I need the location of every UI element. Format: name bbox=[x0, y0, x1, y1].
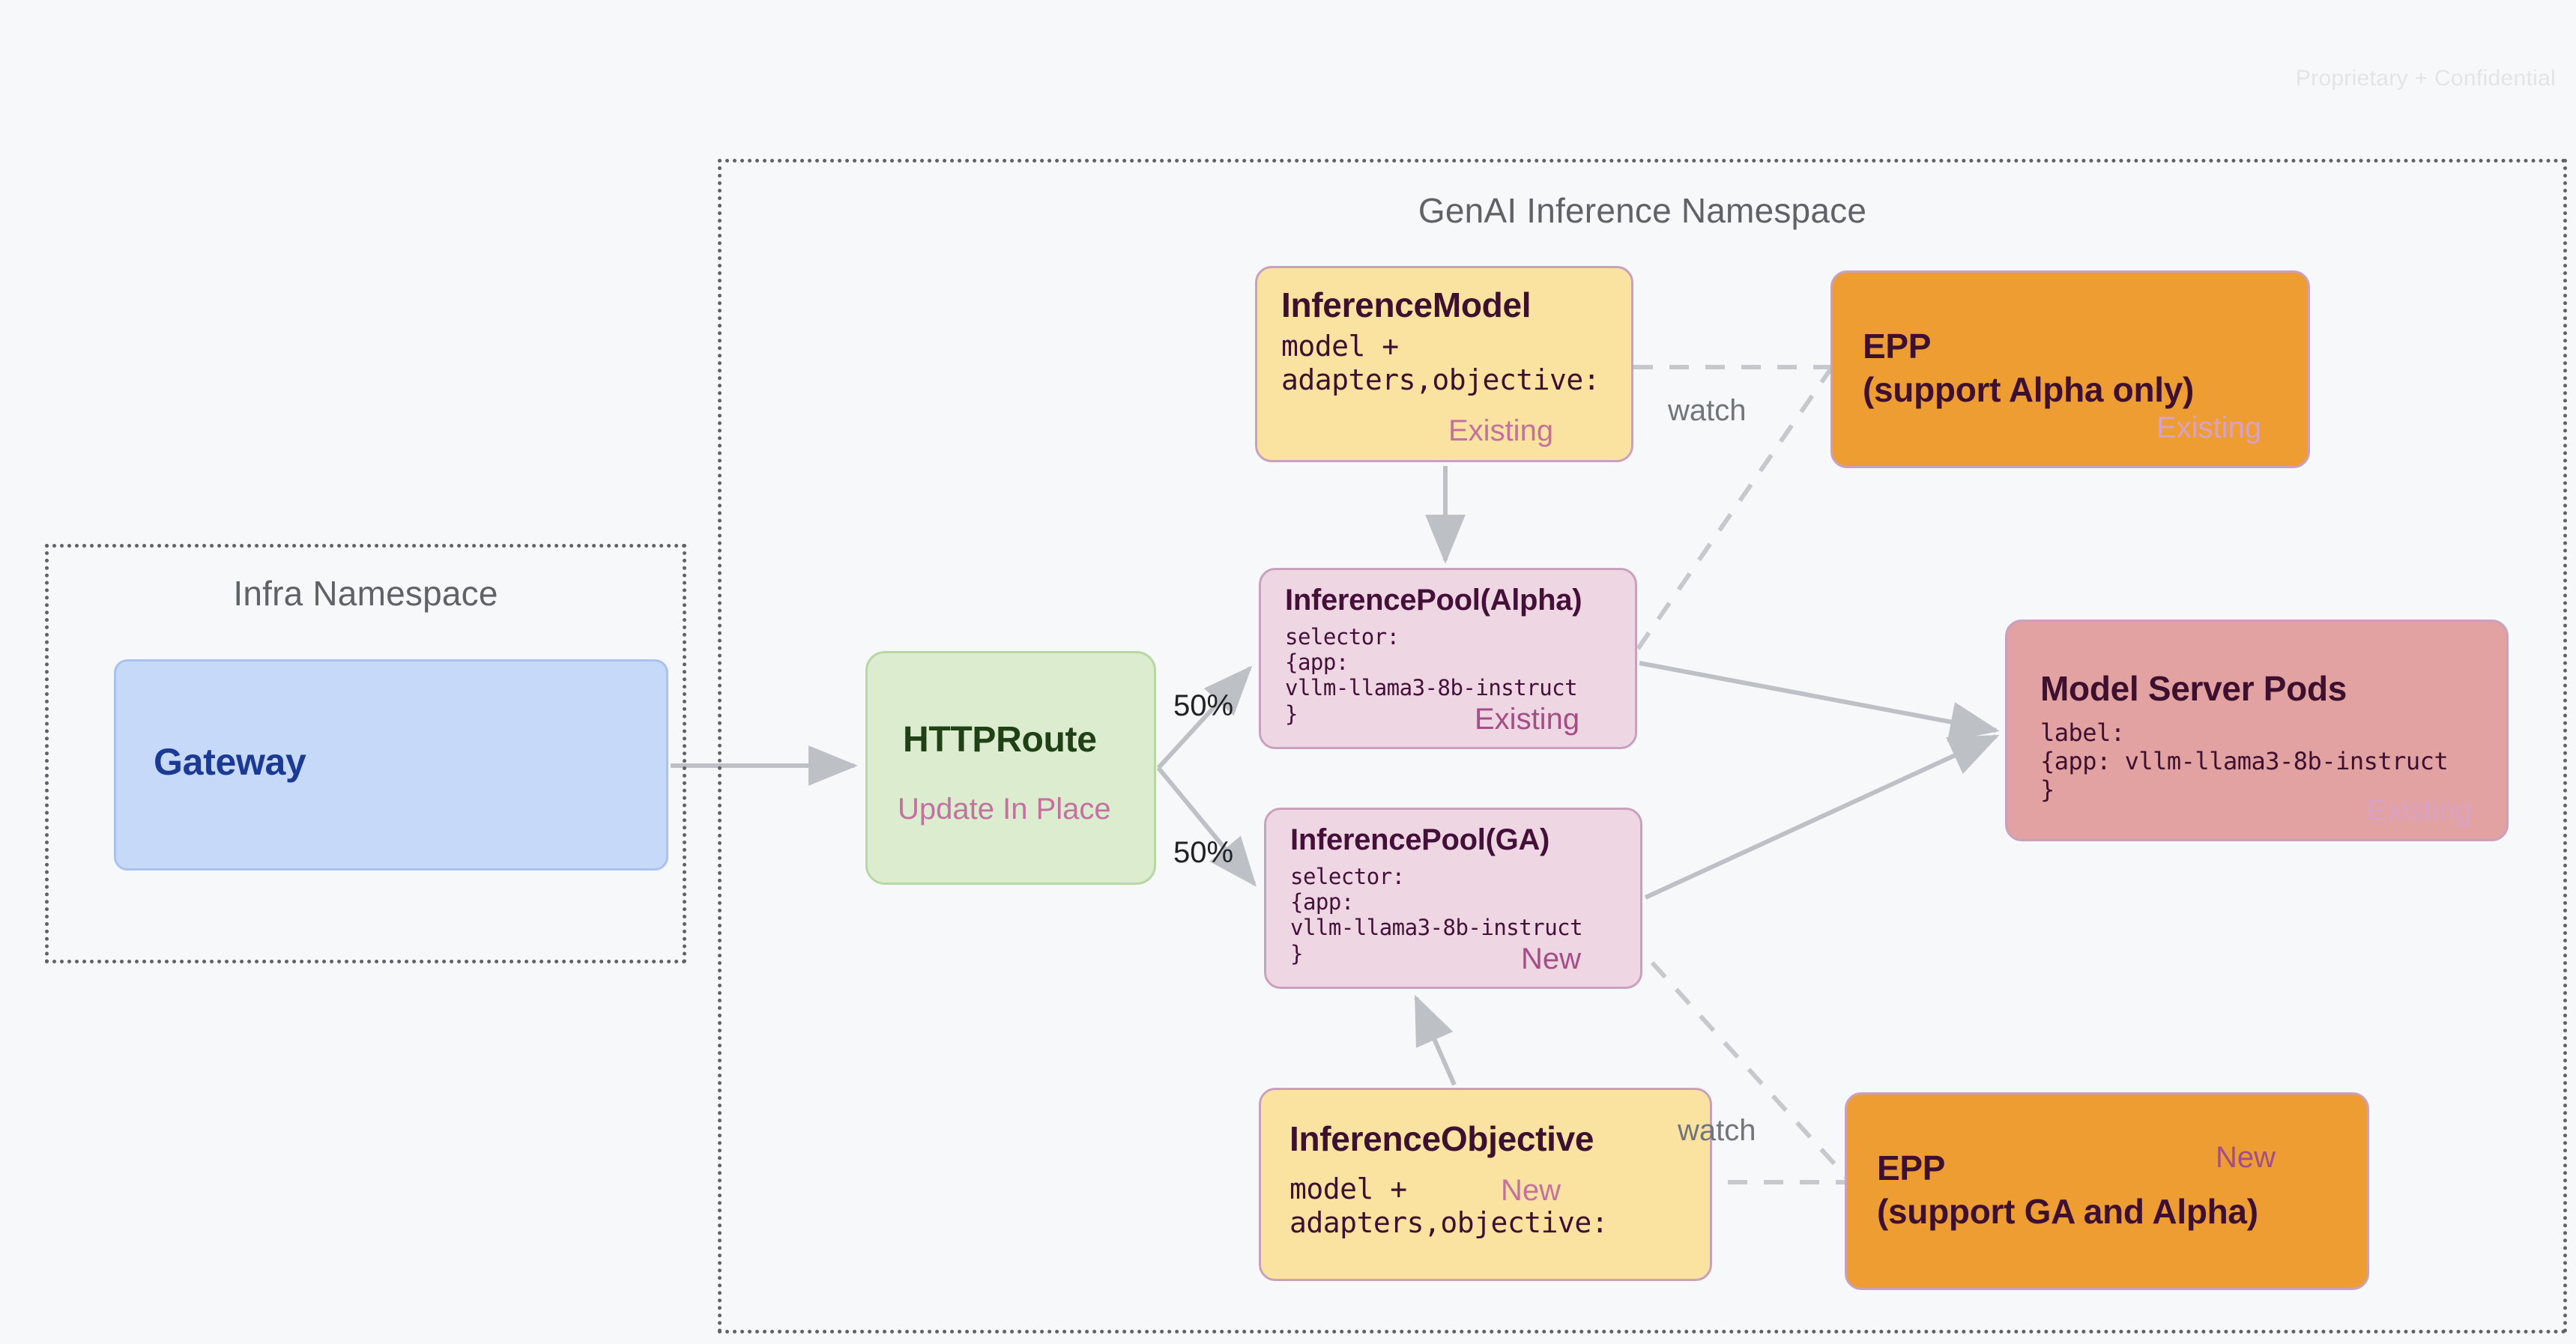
node-model-server-pods-body: label: {app: vllm-llama3-8b-instruct } bbox=[2040, 718, 2449, 804]
node-inferencemodel-body: model + adapters,objective: bbox=[1281, 330, 1600, 396]
node-inferenceobjective[interactable]: InferenceObjective model + adapters,obje… bbox=[1259, 1088, 1712, 1281]
namespace-infra bbox=[45, 544, 686, 963]
node-httproute[interactable]: HTTPRoute Update In Place bbox=[865, 651, 1156, 885]
node-httproute-title: HTTPRoute bbox=[903, 720, 1097, 760]
edge-label-watch-bottom: watch bbox=[1678, 1114, 1756, 1147]
node-httproute-tag: Update In Place bbox=[898, 793, 1111, 826]
node-epp-ga[interactable]: EPP (support GA and Alpha) New bbox=[1845, 1092, 2369, 1290]
node-epp-alpha-title: EPP (support Alpha only) bbox=[1863, 327, 2195, 409]
namespace-genai bbox=[718, 159, 2567, 1334]
node-inferencepool-alpha-tag: Existing bbox=[1475, 703, 1580, 736]
node-gateway-title: Gateway bbox=[154, 741, 306, 783]
confidential-watermark: Proprietary + Confidential bbox=[2295, 66, 2556, 91]
node-inferencemodel-tag: Existing bbox=[1448, 414, 1554, 447]
edge-label-watch-top: watch bbox=[1668, 394, 1747, 427]
node-inferencepool-ga-body: selector: {app: vllm-llama3-8b-instruct … bbox=[1290, 864, 1583, 966]
node-model-server-pods-title: Model Server Pods bbox=[2040, 669, 2347, 708]
node-inferencemodel-title: InferenceModel bbox=[1281, 285, 1532, 324]
node-gateway[interactable]: Gateway bbox=[114, 659, 668, 871]
node-inferencepool-ga-title: InferencePool(GA) bbox=[1290, 823, 1550, 856]
node-inferenceobjective-tag: New bbox=[1501, 1174, 1561, 1207]
node-inferencepool-alpha-title: InferencePool(Alpha) bbox=[1285, 584, 1582, 617]
node-inferenceobjective-title: InferenceObjective bbox=[1289, 1119, 1594, 1158]
node-model-server-pods[interactable]: Model Server Pods label: {app: vllm-llam… bbox=[2005, 620, 2509, 841]
node-model-server-pods-tag: Existing bbox=[2367, 794, 2473, 827]
node-inferencepool-alpha[interactable]: InferencePool(Alpha) selector: {app: vll… bbox=[1259, 568, 1637, 749]
node-inferencepool-ga-tag: New bbox=[1521, 942, 1582, 975]
node-inferencepool-ga[interactable]: InferencePool(GA) selector: {app: vllm-l… bbox=[1264, 808, 1642, 989]
node-epp-ga-tag: New bbox=[2216, 1141, 2276, 1174]
node-inferencemodel[interactable]: InferenceModel model + adapters,objectiv… bbox=[1255, 266, 1633, 462]
edge-label-pct-top: 50% bbox=[1173, 689, 1234, 722]
node-epp-alpha[interactable]: EPP (support Alpha only) Existing bbox=[1830, 270, 2310, 468]
namespace-genai-title: GenAI Inference Namespace bbox=[1418, 191, 1867, 230]
namespace-infra-title: Infra Namespace bbox=[233, 574, 498, 613]
node-inferenceobjective-body: model + adapters,objective: bbox=[1289, 1172, 1609, 1239]
node-epp-ga-title: EPP (support GA and Alpha) bbox=[1877, 1148, 2258, 1231]
node-inferencepool-alpha-body: selector: {app: vllm-llama3-8b-instruct … bbox=[1285, 624, 1578, 727]
node-epp-alpha-tag: Existing bbox=[2156, 411, 2262, 444]
edge-label-pct-bottom: 50% bbox=[1173, 836, 1234, 869]
